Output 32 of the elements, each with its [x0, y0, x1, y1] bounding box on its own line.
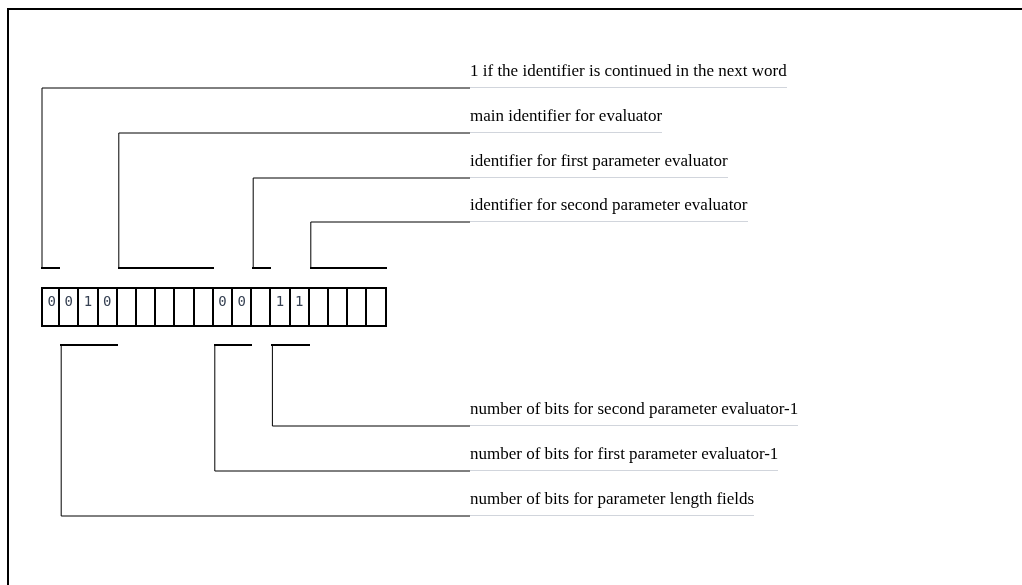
leader-line	[118, 132, 471, 269]
leader-line	[214, 344, 471, 472]
annotation-label: number of bits for parameter length fields	[470, 489, 755, 516]
annotation-label: identifier for first parameter evaluator	[470, 151, 728, 178]
bit-cell: 0	[231, 287, 253, 327]
bit-cell	[135, 287, 157, 327]
bit-cell: 1	[269, 287, 291, 327]
bit-cell	[154, 287, 176, 327]
leader-line	[41, 87, 471, 269]
annotation-label: identifier for second parameter evaluator	[470, 195, 748, 222]
bracket-line	[271, 344, 310, 346]
annotation-label: number of bits for first parameter evaluator-1	[470, 444, 779, 471]
leader-line	[271, 344, 471, 427]
bit-cell	[365, 287, 387, 327]
bracket-line	[309, 267, 387, 269]
annotation-label: 1 if the identifier is continued in the next word	[470, 61, 787, 88]
bracket-line	[117, 267, 214, 269]
bit-cell: 1	[77, 287, 99, 327]
annotation-label: number of bits for second parameter evaluator-1	[470, 399, 799, 426]
bit-cell	[250, 287, 272, 327]
bracket-line	[60, 344, 118, 346]
bit-cell	[346, 287, 368, 327]
bracket-line	[41, 267, 61, 269]
leader-line	[252, 177, 471, 269]
leader-line	[60, 344, 471, 517]
bit-cell	[327, 287, 349, 327]
bit-cell: 0	[58, 287, 80, 327]
bracket-line	[213, 344, 253, 346]
annotation-label: main identifier for evaluator	[470, 106, 663, 133]
leader-line	[310, 221, 471, 269]
bit-cell	[173, 287, 195, 327]
bracket-line	[252, 267, 272, 269]
